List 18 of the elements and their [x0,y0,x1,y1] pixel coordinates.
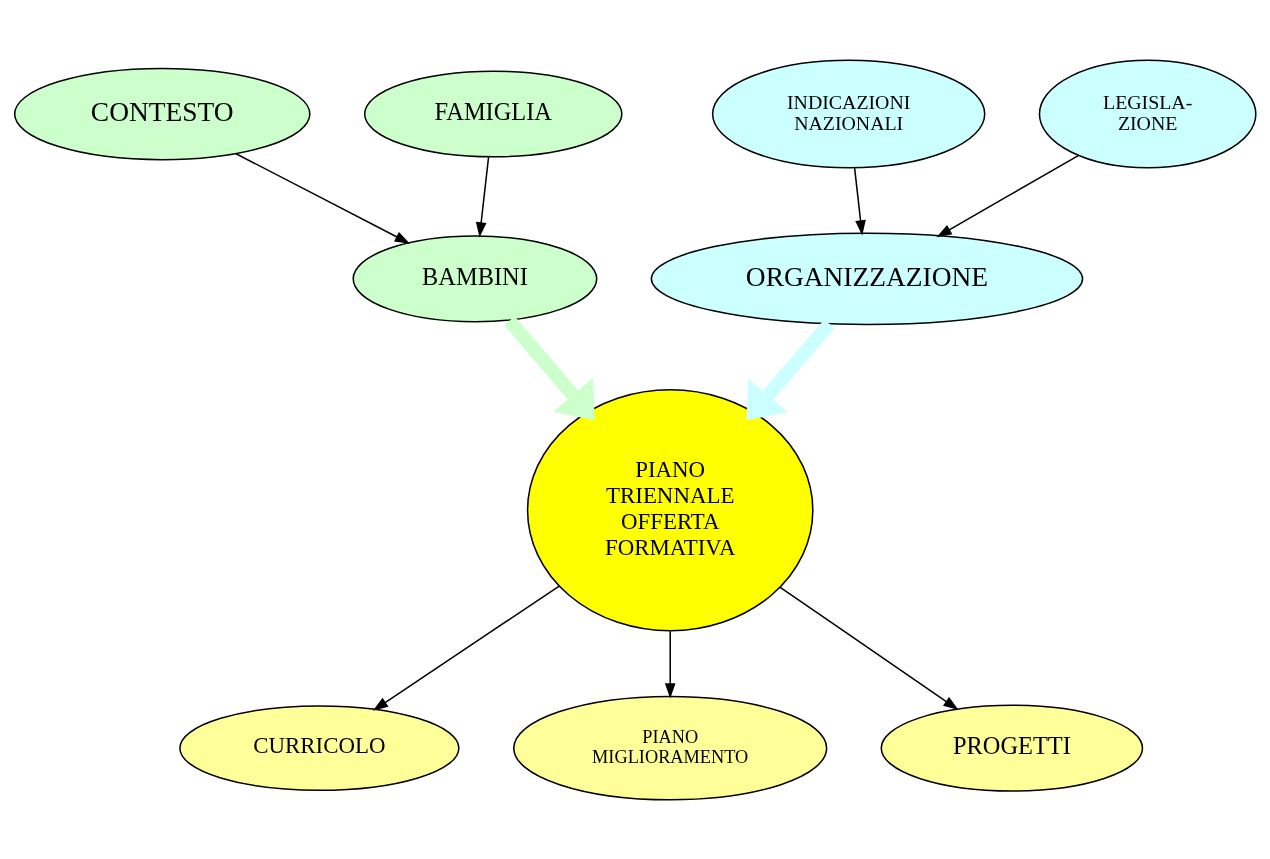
arrow [372,584,560,711]
arrow [936,154,1080,237]
node-ellipse: LEGISLA- ZIONE [1038,59,1257,168]
node-ellipse: BAMBINI [352,234,598,322]
node-ellipse: PIANO MIGLIORAMENTO [513,695,828,801]
arrow [504,315,595,420]
arrow [234,152,411,244]
node-ellipse: INDICAZIONI NAZIONALI [711,59,986,168]
arrow [853,166,866,235]
arrow [475,155,490,238]
node-ellipse: PROGETTI [880,704,1144,792]
node-ellipse: FAMIGLIA [363,69,623,158]
node-ellipse: CONTESTO [13,67,311,160]
arrow [664,630,676,698]
arrow [779,586,959,710]
node-ellipse: PIANO TRIENNALE OFFERTA FORMATIVA [526,388,814,632]
node-ellipse: ORGANIZZAZIONE [650,232,1084,325]
node-ellipse: CURRICOLO [179,704,460,791]
